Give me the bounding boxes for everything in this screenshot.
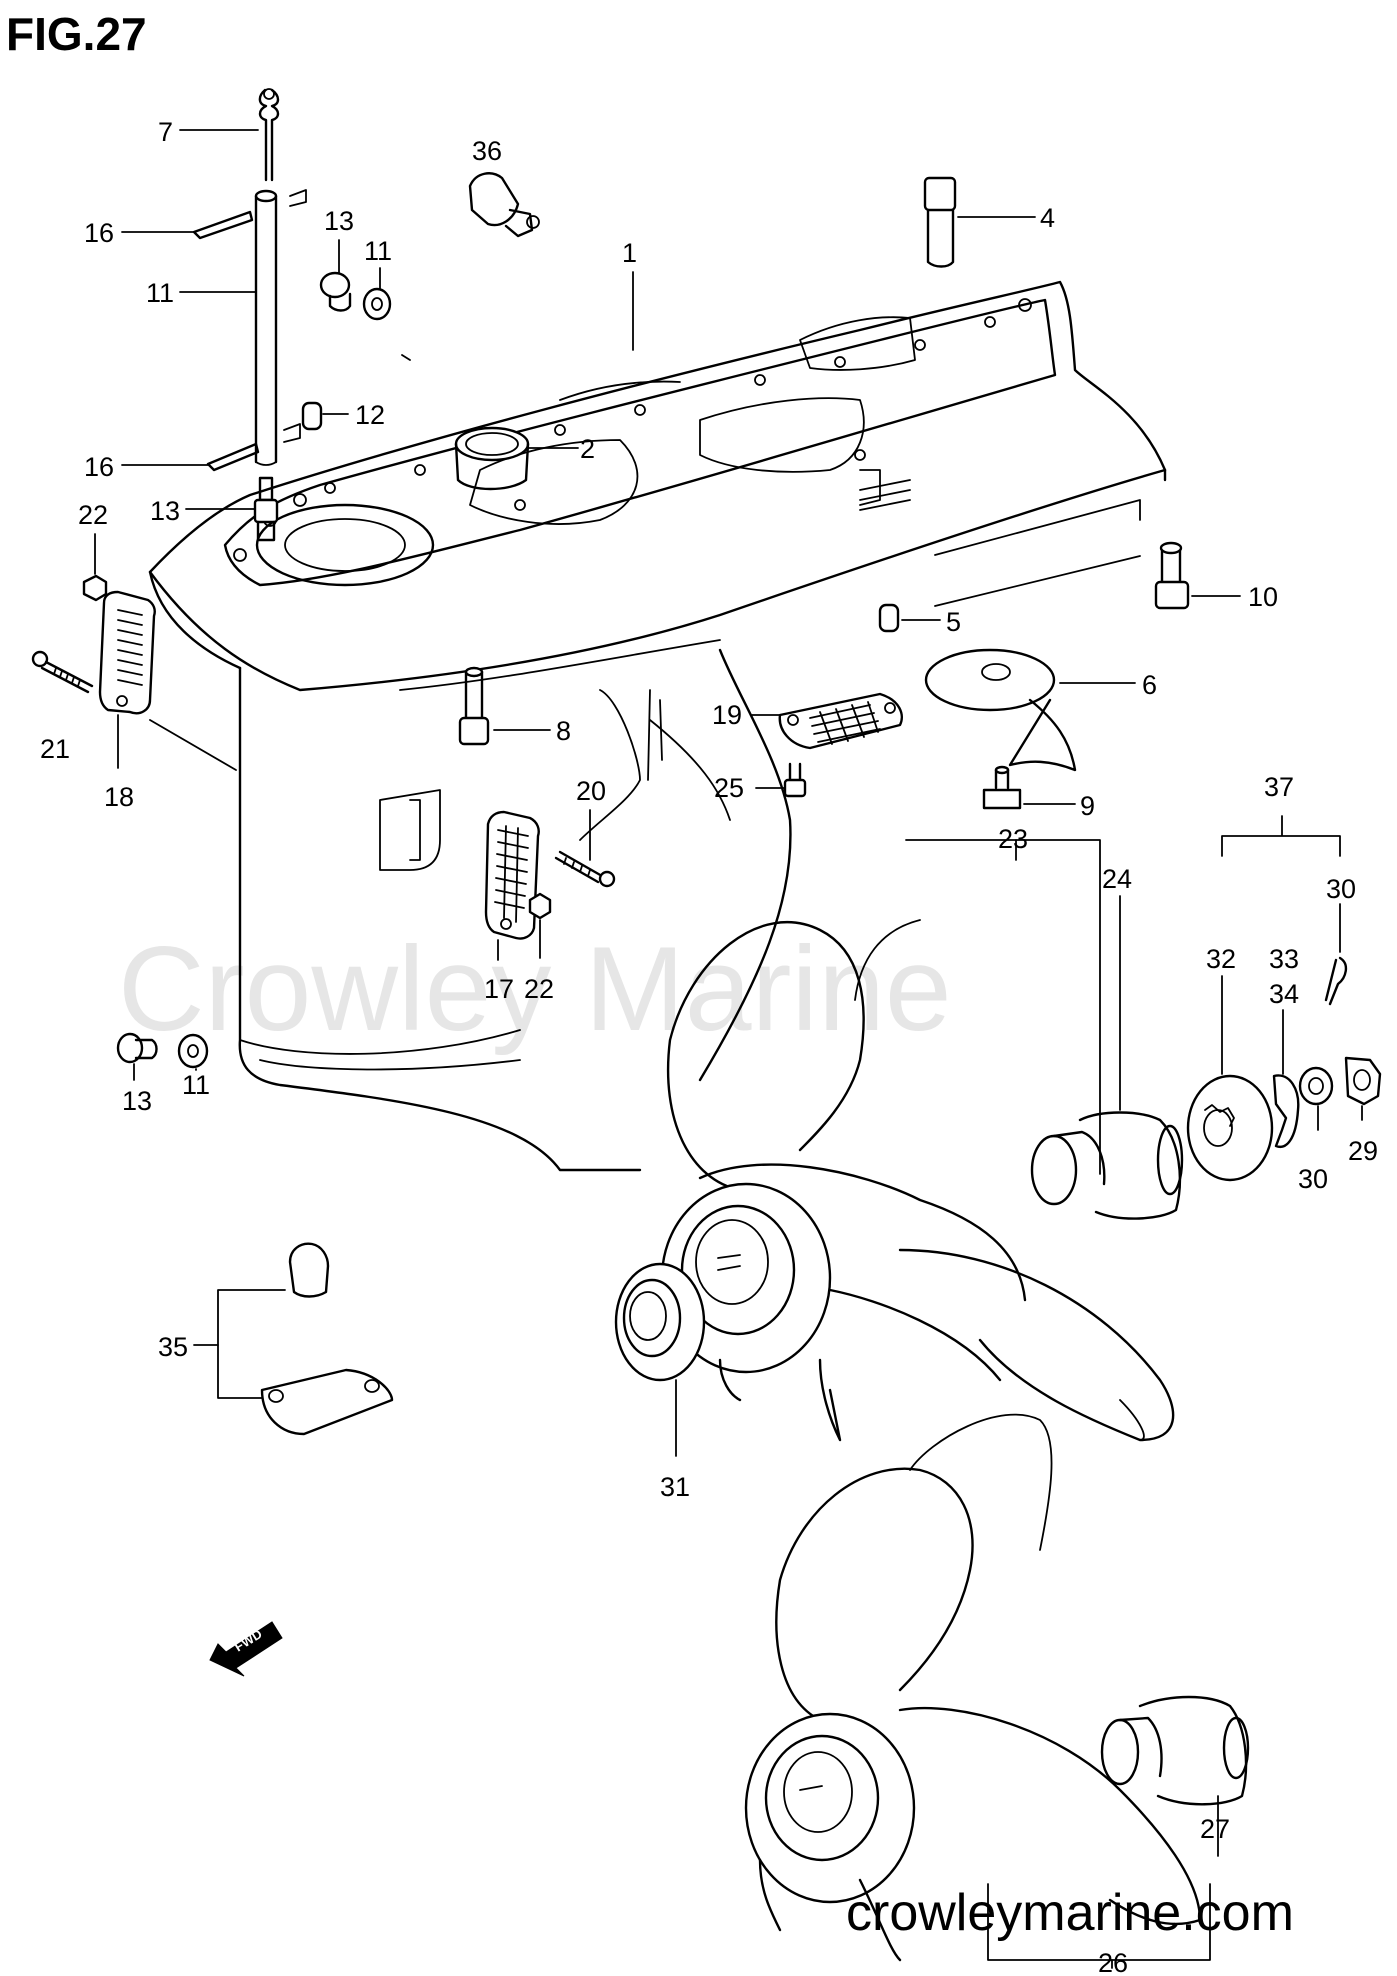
callout-16-lower: 16 (84, 452, 114, 482)
callout-9: 8 (556, 716, 571, 746)
washer-part-31[interactable] (1272, 1074, 1300, 1149)
callout-6: 6 (1142, 670, 1157, 700)
callout-12: 12 (355, 400, 385, 430)
trim-tab-part-6[interactable] (924, 648, 1077, 772)
website-label: crowleymarine.com (846, 1884, 1294, 1942)
callout-24: 23 (998, 824, 1028, 854)
washer-part-34[interactable] (1298, 1066, 1334, 1106)
spacer-part-27[interactable] (1100, 1695, 1250, 1806)
callout-18: 18 (104, 782, 134, 812)
callout-22-upper: 22 (78, 500, 108, 530)
callout-13-lower: 13 (122, 1086, 152, 1116)
pin-part-4[interactable] (923, 176, 957, 268)
joint-part-15[interactable] (253, 476, 279, 542)
anode-part-35-b[interactable] (260, 1368, 394, 1436)
callout-32: 29 (1348, 1136, 1378, 1166)
leader-37-bracket (1221, 815, 1341, 857)
pin-part-16-upper[interactable] (192, 189, 307, 240)
dowel-part-5[interactable] (878, 603, 900, 633)
screw-part-23[interactable] (783, 762, 807, 798)
leader-26-bracket (987, 1883, 1211, 1961)
leader-10-bracket (934, 499, 1141, 607)
callout-25: 24 (1102, 864, 1132, 894)
callout-8: 9 (1080, 791, 1095, 821)
callout-10: 10 (1248, 582, 1278, 612)
callout-5: 5 (946, 607, 961, 637)
callout-34: 30 (1298, 1164, 1328, 1194)
fwd-arrow: FWD (209, 1621, 283, 1677)
washer-part-11-upper[interactable] (362, 287, 392, 321)
figure-title: FIG.27 (6, 8, 147, 60)
callout-1: 1 (622, 238, 637, 268)
cover-part-18[interactable] (98, 590, 156, 715)
pin-part-16-lower[interactable] (206, 423, 301, 472)
callout-36: 36 (472, 136, 502, 166)
callout-2: 2 (580, 434, 595, 464)
bolt-part-8[interactable] (982, 765, 1022, 810)
callout-4: 4 (1040, 203, 1055, 233)
callout-27: 27 (1200, 1814, 1230, 1844)
spacer-part-25[interactable] (1030, 1111, 1184, 1220)
callout-17: 17 (484, 974, 514, 1004)
screw-part-20[interactable] (554, 850, 616, 888)
callout-7: 7 (158, 117, 173, 147)
callout-28: 31 (660, 1472, 690, 1502)
dowel-part-12[interactable] (301, 401, 323, 431)
nut-part-32[interactable] (1344, 1056, 1382, 1106)
leader-18-dash (149, 719, 237, 771)
gear-case-housing[interactable] (148, 280, 1167, 1172)
shift-rod-part-14[interactable] (254, 189, 278, 466)
bolt-part-10[interactable] (1154, 541, 1190, 610)
cover-part-17[interactable] (484, 810, 540, 940)
callout-13-upper: 13 (324, 206, 354, 236)
callout-19: 19 (712, 700, 742, 730)
nut-part-22-upper[interactable] (82, 574, 108, 602)
callout-15: 13 (150, 496, 180, 526)
callout-26: 26 (1098, 1948, 1128, 1976)
bolt-part-9[interactable] (458, 666, 490, 746)
callout-31: 34 (1269, 979, 1299, 1009)
callout-14: 11 (146, 278, 174, 308)
callout-33: 30 (1326, 874, 1356, 904)
propeller-part-26[interactable] (744, 1413, 1202, 1962)
leader-11-upper-dash (401, 354, 411, 361)
anode-part-35-a[interactable] (288, 1242, 330, 1298)
callout-20: 20 (576, 776, 606, 806)
leader-35-bracket (217, 1289, 286, 1399)
hub-ring-part-29[interactable] (1186, 1074, 1274, 1182)
cover-part-19[interactable] (778, 692, 903, 750)
callout-11-upper: 11 (364, 236, 392, 266)
plug-part-13-lower[interactable] (116, 1032, 158, 1064)
callout-37: 37 (1264, 772, 1294, 802)
callout-22-lower: 22 (524, 974, 554, 1004)
link-rod-part-7[interactable] (258, 88, 280, 182)
callout-23: 25 (714, 773, 744, 803)
callout-35: 35 (158, 1332, 188, 1362)
plug-part-13-upper[interactable] (319, 271, 352, 312)
thrust-washer-part-28[interactable] (614, 1262, 706, 1382)
cotter-pin-part-33[interactable] (1324, 956, 1348, 1006)
callout-21: 21 (40, 734, 70, 764)
screw-part-21[interactable] (31, 650, 94, 694)
callout-29: 32 (1206, 944, 1236, 974)
callout-16-upper: 16 (84, 218, 114, 248)
callout-30: 33 (1269, 944, 1299, 974)
bushing-part-2[interactable] (454, 426, 530, 491)
washer-part-11-lower[interactable] (177, 1033, 209, 1069)
nut-part-22-lower[interactable] (528, 892, 552, 920)
callout-11-lower: 11 (182, 1070, 210, 1100)
watermark: Crowley Marine (118, 922, 952, 1056)
leader-24-bracket (905, 839, 1101, 1175)
fitting-part-36[interactable] (468, 172, 540, 238)
